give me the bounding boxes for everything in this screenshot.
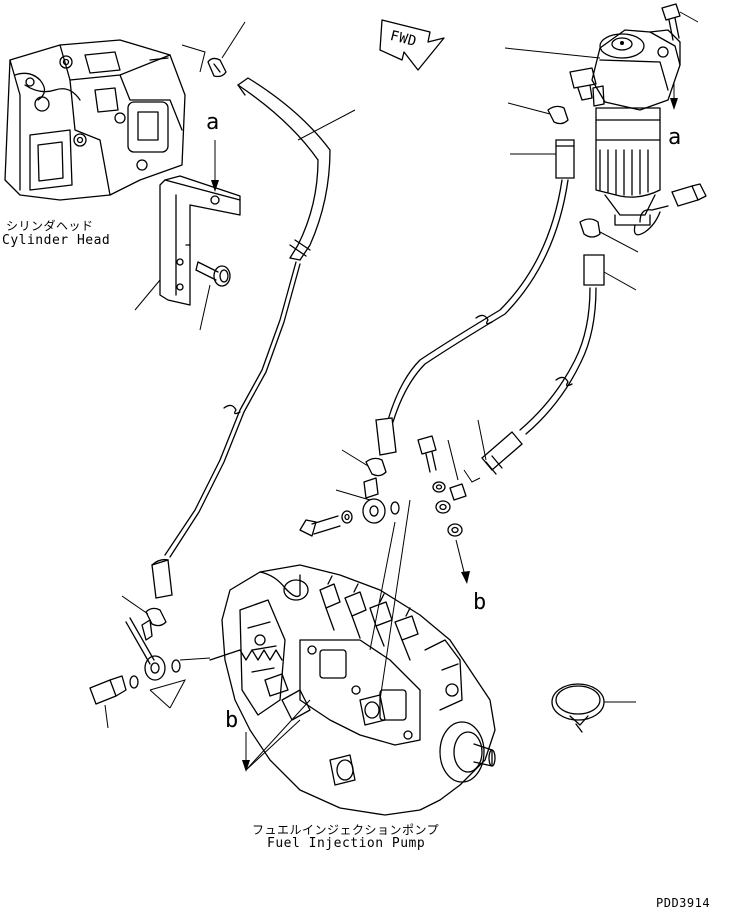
fuel-filter-illustration (569, 3, 707, 236)
reference-b-right: b (473, 590, 487, 615)
hose-clamp (551, 683, 636, 733)
cylinder-head-label-jp: シリンダヘッド (6, 219, 94, 233)
cylinder-head-label-en: Cylinder Head (2, 233, 111, 248)
fwd-direction-arrow (379, 19, 445, 71)
reference-a-right: a (668, 125, 682, 150)
reference-b-left: b (225, 708, 239, 733)
page-code: PDD3914 (656, 896, 711, 910)
fuel-injection-pump-illustration (221, 564, 496, 816)
bracket-bolt (195, 261, 231, 287)
hose-clip-top (207, 57, 227, 78)
mounting-bracket (159, 175, 241, 306)
reference-a-left: a (206, 110, 220, 135)
fuel-pump-label-jp: フュエルインジェクションポンプ (252, 823, 440, 837)
cylinder-head-illustration (4, 39, 186, 201)
fuel-pump-label-en: Fuel Injection Pump (267, 836, 426, 851)
